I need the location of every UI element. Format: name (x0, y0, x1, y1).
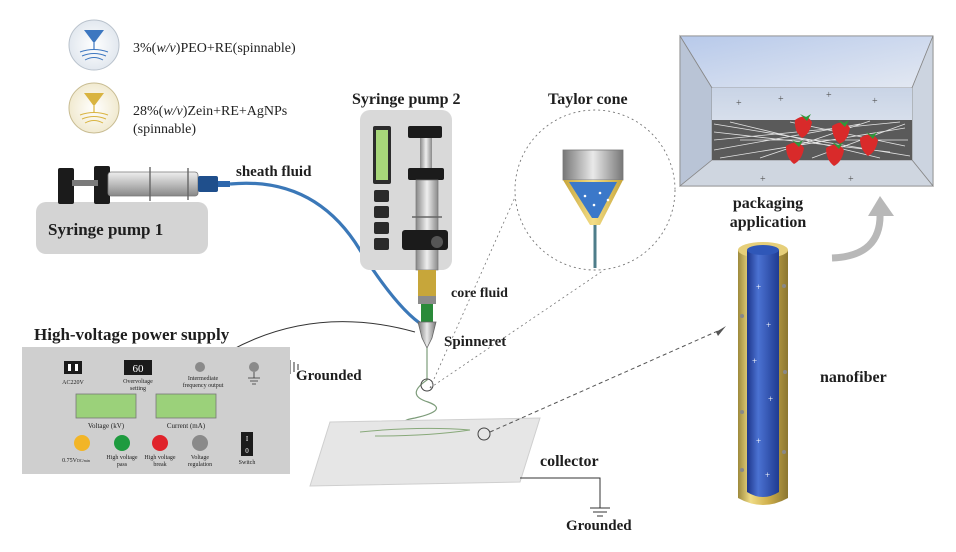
spinneret (417, 321, 437, 349)
overvoltage-label-1: Overvoltage (123, 379, 153, 385)
btn3-label-1: High voltage (144, 455, 175, 461)
legend-zein-label-line2: (spinnable) (133, 122, 196, 137)
legend-zein-label: 28%(w/v)Zein+RE+AgNPs (133, 104, 287, 119)
btn4-label-2: regulation (188, 462, 212, 468)
curved-arrow-icon (831, 196, 894, 262)
collector (309, 417, 610, 517)
grounded-bottom-label: Grounded (566, 518, 632, 534)
zein-solution-icon (68, 82, 120, 134)
frequency-output-knob[interactable] (195, 362, 205, 372)
switch-off-mark: 0 (245, 447, 249, 455)
svg-text:+: + (872, 96, 878, 107)
svg-text:+: + (848, 174, 854, 185)
grounded-top-label: Grounded (296, 368, 362, 384)
packaging-box: + + + + + + (678, 34, 934, 188)
legend-peo-label: 3%(w/v)PEO+RE(spinnable) (133, 41, 296, 56)
taylor-cone-label: Taylor cone (548, 91, 628, 108)
high-voltage-break-button[interactable] (152, 435, 168, 451)
switch-label: Switch (239, 460, 256, 466)
freq-label-2: frequency output (183, 382, 224, 389)
svg-text:+: + (760, 174, 766, 185)
power-switch[interactable] (241, 432, 253, 456)
sheath-fluid-label: sheath fluid (236, 164, 312, 180)
btn3-label-2: break (153, 462, 166, 468)
strawberry-icon (786, 114, 878, 166)
packaging-label-2: application (730, 214, 807, 231)
svg-text:+: + (765, 470, 770, 480)
svg-text:+: + (756, 282, 761, 292)
voltage-label: Voltage (kV) (88, 422, 125, 430)
ground-symbol-bottom (520, 477, 610, 517)
current-display (155, 393, 217, 419)
packaging-label-1: packaging (733, 195, 803, 212)
svg-text:+: + (752, 356, 757, 366)
voltage-regulation-knob[interactable] (192, 435, 208, 451)
svg-text:+: + (756, 436, 761, 446)
nanofiber-illustration: + + + + + + (738, 242, 788, 505)
high-voltage-pass-button[interactable] (114, 435, 130, 451)
svg-text:+: + (736, 98, 742, 109)
syringe-pump-2-label: Syringe pump 2 (352, 91, 460, 108)
current-label: Current (mA) (167, 422, 206, 430)
spinneret-label: Spinneret (444, 334, 506, 350)
syringe-pump-1-label: Syringe pump 1 (48, 220, 163, 239)
core-fluid-label: core fluid (451, 286, 508, 301)
svg-text:+: + (766, 320, 771, 330)
syringe-pump-2: Syringe pump 2 (352, 91, 460, 324)
voltage-rate-button[interactable] (74, 435, 90, 451)
jet-zoom-marker (420, 378, 434, 392)
btn1-label: 0.75VDC/min (62, 458, 90, 464)
peo-solution-icon (68, 19, 120, 71)
hv-power-supply: AC220V 60 Overvoltage setting Intermedia… (22, 347, 290, 474)
btn2-label-2: pass (117, 462, 128, 468)
collector-label: collector (540, 453, 599, 470)
btn4-label-1: Voltage (191, 455, 210, 461)
nanofiber-label: nanofiber (820, 369, 887, 386)
fiber-zoom-marker (477, 427, 491, 441)
taylor-cone-inset (514, 109, 676, 271)
fiber-jet (404, 348, 471, 429)
switch-on-mark: I (246, 435, 249, 443)
voltage-display (75, 393, 137, 419)
btn2-label-1: High voltage (106, 455, 137, 461)
svg-text:+: + (768, 394, 773, 404)
svg-text:+: + (826, 90, 832, 101)
overvoltage-display: 60 (133, 363, 145, 375)
hv-title: High-voltage power supply (34, 325, 230, 344)
svg-text:+: + (778, 94, 784, 105)
plug-label: AC220V (62, 380, 84, 386)
zoom-line-to-nanofiber (489, 329, 721, 433)
ground-terminal (249, 362, 259, 372)
freq-label-1: Intermediate (188, 376, 219, 382)
syringe-pump-1: Syringe pump 1 (36, 166, 230, 254)
sheath-fluid-tube (229, 181, 425, 328)
overvoltage-label-2: setting (130, 386, 146, 392)
